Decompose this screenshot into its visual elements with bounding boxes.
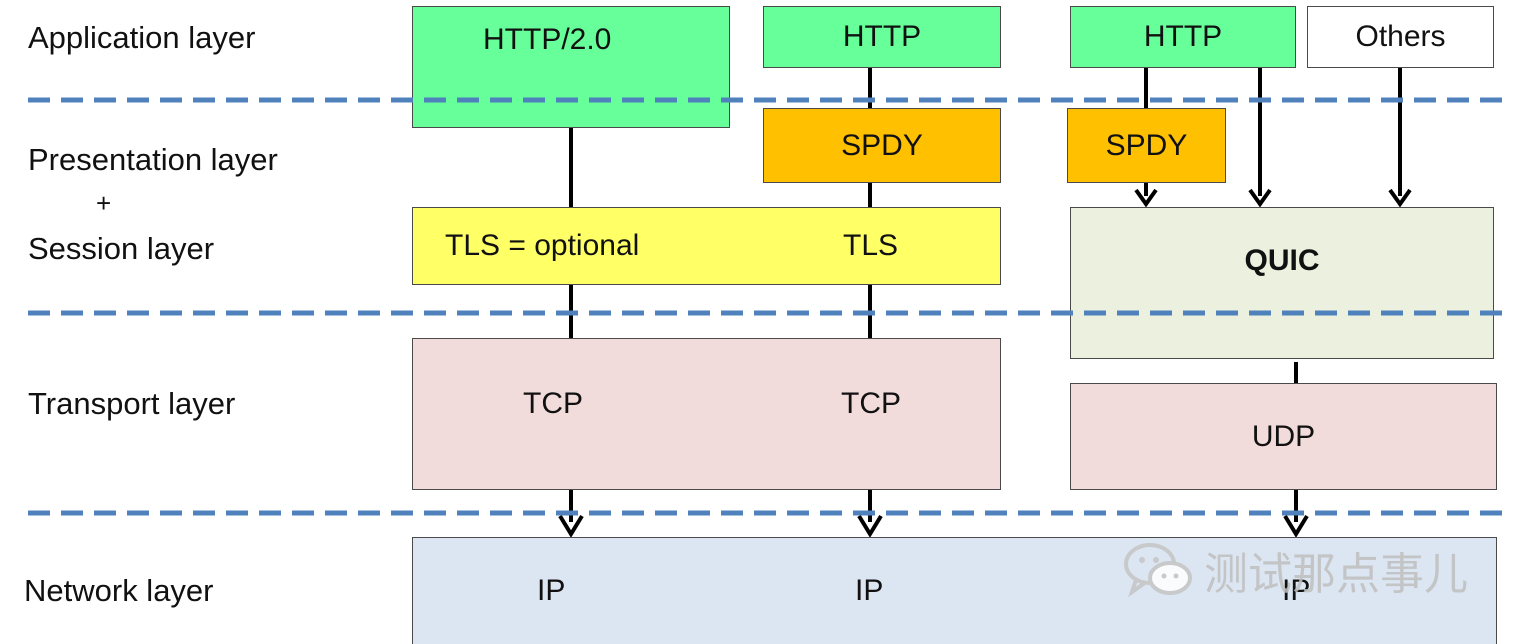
arrowhead-http-quic bbox=[1248, 188, 1272, 208]
http-box-mid: HTTP bbox=[763, 6, 1001, 68]
others-label: Others bbox=[1355, 20, 1446, 53]
watermark-text: 测试那点事儿 bbox=[1204, 549, 1468, 600]
arrowhead-others-quic bbox=[1388, 188, 1412, 208]
watermark: 测试那点事儿 bbox=[1122, 538, 1468, 602]
others-box: Others bbox=[1307, 6, 1494, 68]
spdy-label-right: SPDY bbox=[1105, 128, 1188, 162]
label-transport-layer: Transport layer bbox=[28, 386, 236, 421]
spdy-box-mid: SPDY bbox=[763, 108, 1001, 183]
tcp-label-mid: TCP bbox=[841, 387, 901, 420]
tls-box: TLS = optional TLS bbox=[412, 207, 1001, 285]
http-label-mid: HTTP bbox=[842, 20, 922, 53]
tls-label: TLS bbox=[843, 229, 899, 262]
arrowhead-udp-ip bbox=[1283, 514, 1309, 538]
label-network-layer: Network layer bbox=[24, 573, 214, 608]
quic-box: QUIC bbox=[1070, 207, 1494, 359]
label-plus: + bbox=[96, 188, 112, 218]
spdy-label-mid: SPDY bbox=[841, 128, 923, 162]
tcp-label-left: TCP bbox=[523, 387, 583, 420]
ip-label-left: IP bbox=[537, 574, 566, 607]
quic-label: QUIC bbox=[1244, 244, 1320, 277]
arrowhead-spdy-quic bbox=[1134, 188, 1158, 208]
wechat-icon bbox=[1124, 543, 1192, 598]
http2-box: HTTP/2.0 bbox=[412, 6, 730, 128]
arrowhead-tcp-ip-mid bbox=[857, 514, 883, 538]
udp-box: UDP bbox=[1070, 383, 1497, 490]
tcp-box: TCP TCP bbox=[412, 338, 1001, 490]
ip-box: IP IP IP bbox=[412, 537, 1497, 644]
tls-optional-label: TLS = optional bbox=[445, 229, 640, 262]
arrowhead-tcp-ip-left bbox=[558, 514, 584, 538]
ip-label-right: IP bbox=[1282, 574, 1311, 607]
label-application-layer: Application layer bbox=[28, 20, 256, 55]
label-presentation-layer: Presentation layer bbox=[28, 142, 278, 177]
http-box-right: HTTP bbox=[1070, 6, 1296, 68]
http2-label: HTTP/2.0 bbox=[483, 23, 612, 56]
spdy-box-right: SPDY bbox=[1067, 108, 1226, 183]
http-label-right: HTTP bbox=[1143, 20, 1223, 53]
label-session-layer: Session layer bbox=[28, 231, 215, 266]
ip-label-mid: IP bbox=[855, 574, 884, 607]
udp-label: UDP bbox=[1251, 419, 1316, 453]
